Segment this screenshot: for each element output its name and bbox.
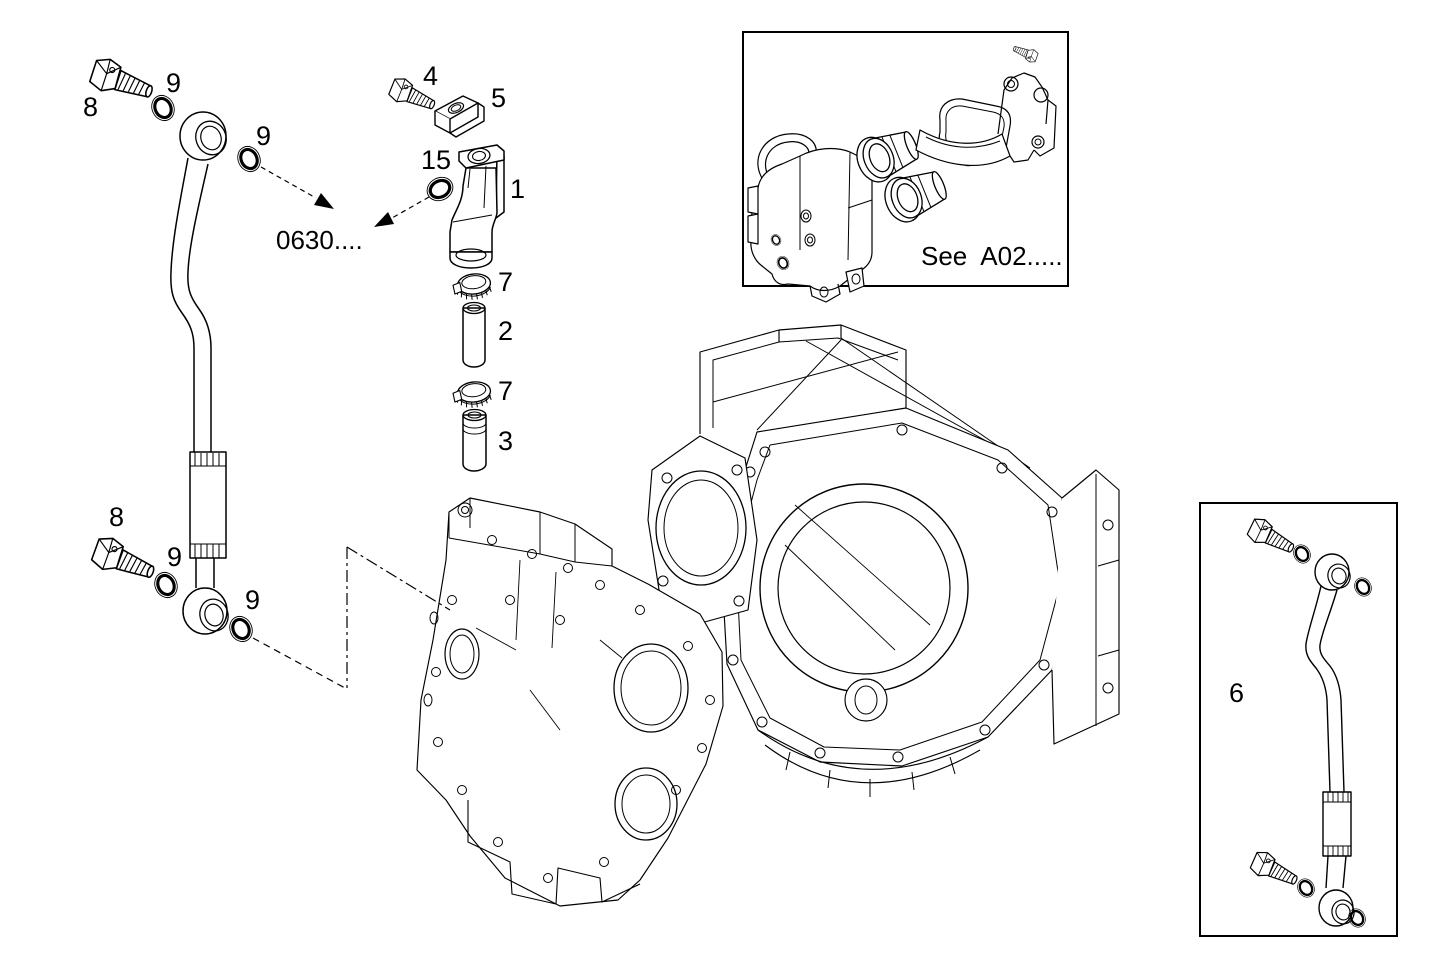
seal-ring-elbow-drawing <box>421 171 459 207</box>
hose-drawing <box>462 301 486 368</box>
callout-1: 1 <box>510 174 526 204</box>
callout-8-bottom-left: 8 <box>109 502 125 532</box>
clamp-upper-drawing <box>451 271 493 303</box>
inset-bracket-drawing <box>915 72 1057 166</box>
elbow-fitting-drawing <box>449 144 505 269</box>
callout-9-bottom-left: 9 <box>167 542 183 572</box>
banjo-bolt-bottom-left-drawing <box>89 533 161 587</box>
note-inset-reference: See A02..... <box>921 241 1063 271</box>
inset-panel <box>742 31 1069 303</box>
callout-5: 5 <box>491 83 507 113</box>
note-cross-reference: 0630.... <box>276 225 363 255</box>
banjo-bolt-top-left-drawing <box>87 54 159 107</box>
callout-15: 15 <box>421 145 452 175</box>
callout-7-upper: 7 <box>498 267 514 297</box>
seal-ring-bottom-left-drawing <box>149 567 183 603</box>
callout-2: 2 <box>498 316 514 346</box>
water-pipe-drawing <box>170 111 229 635</box>
flywheel-housing-drawing <box>647 324 1120 797</box>
bracket-drawing <box>434 95 485 138</box>
callout-8-top-left: 8 <box>83 92 99 122</box>
pipe-6-drawing <box>1305 553 1355 927</box>
tube-drawing <box>462 408 487 472</box>
clamp-lower-drawing <box>451 379 493 411</box>
seal-ring-bottom-right-drawing <box>224 611 258 647</box>
alignment-dash-dot-lines <box>252 546 451 689</box>
callout-7-lower: 7 <box>498 376 514 406</box>
callout-9-bottom-right: 9 <box>245 585 261 615</box>
pipe-6-panel <box>1199 502 1398 937</box>
callout-6: 6 <box>1229 678 1245 708</box>
callout-9-top-left: 9 <box>166 68 182 98</box>
inset-pump-body-drawing <box>747 133 873 303</box>
timing-gear-cover-drawing <box>416 497 724 907</box>
pointer-arrows <box>260 166 430 227</box>
callout-9-pipe-top: 9 <box>256 121 272 151</box>
callout-3: 3 <box>498 426 514 456</box>
callout-4: 4 <box>423 61 439 91</box>
